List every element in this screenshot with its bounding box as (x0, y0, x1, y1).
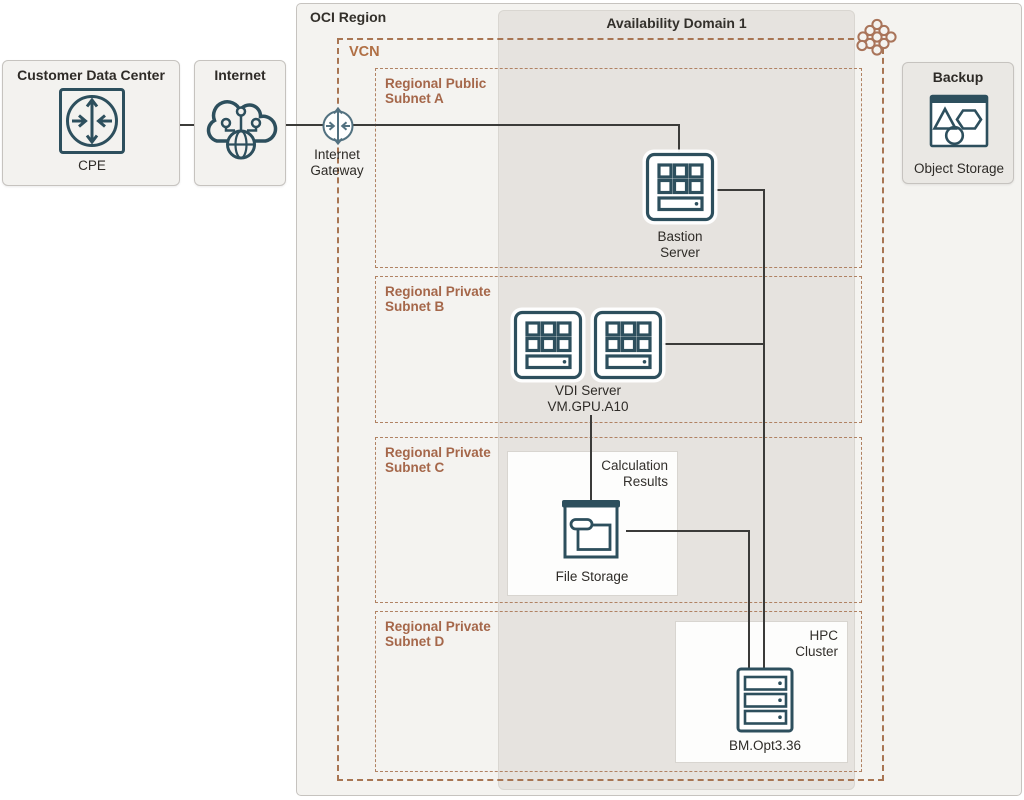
cpe-router-icon (58, 87, 126, 155)
backup-title: Backup (932, 69, 984, 85)
subnet-a-label: Regional Public Subnet A (385, 76, 487, 107)
hpc-server-icon (730, 665, 800, 735)
file-storage-icon (556, 494, 626, 564)
object-storage-icon (926, 89, 992, 155)
availability-domain-label: Availability Domain 1 (606, 15, 747, 31)
bastion-server-icon (645, 152, 715, 222)
customer-data-center-title: Customer Data Center (17, 67, 165, 83)
internet-gateway-label: Internet Gateway (310, 147, 364, 178)
internet-cloud-icon (204, 85, 278, 163)
internet-box: Internet (194, 60, 286, 186)
vdi-server-label: VDI Server VM.GPU.A10 (547, 383, 629, 414)
vcn-label: VCN (349, 44, 380, 60)
calculation-results-annotation: Calculation Results (601, 458, 668, 489)
subnet-c-container: Regional Private Subnet C (375, 437, 862, 603)
vdi-server-icon-1 (513, 310, 583, 380)
customer-data-center-box: Customer Data Center CPE (2, 60, 180, 186)
object-storage-label: Object Storage (913, 161, 1005, 176)
cpe-label: CPE (78, 158, 106, 173)
vcn-honeycomb-icon (851, 14, 903, 66)
subnet-c-label: Regional Private Subnet C (385, 445, 491, 476)
subnet-d-label: Regional Private Subnet D (385, 619, 491, 650)
vcn-container (337, 38, 884, 781)
subnet-b-label: Regional Private Subnet B (385, 284, 491, 315)
vdi-server-icon-2 (593, 310, 663, 380)
subnet-a-container: Regional Public Subnet A (375, 68, 862, 268)
subnet-d-container: Regional Private Subnet D (375, 611, 862, 772)
internet-title: Internet (214, 67, 266, 83)
subnet-b-container: Regional Private Subnet B (375, 276, 862, 423)
file-storage-label: File Storage (555, 569, 629, 584)
hpc-node-label: BM.Opt3.36 (728, 738, 802, 753)
hpc-cluster-label: HPC Cluster (795, 628, 838, 659)
internet-gateway-icon (317, 105, 359, 147)
bastion-server-label: Bastion Server (657, 229, 703, 260)
backup-box: Backup Object Storage (902, 62, 1014, 184)
oci-region-label: OCI Region (310, 9, 387, 25)
